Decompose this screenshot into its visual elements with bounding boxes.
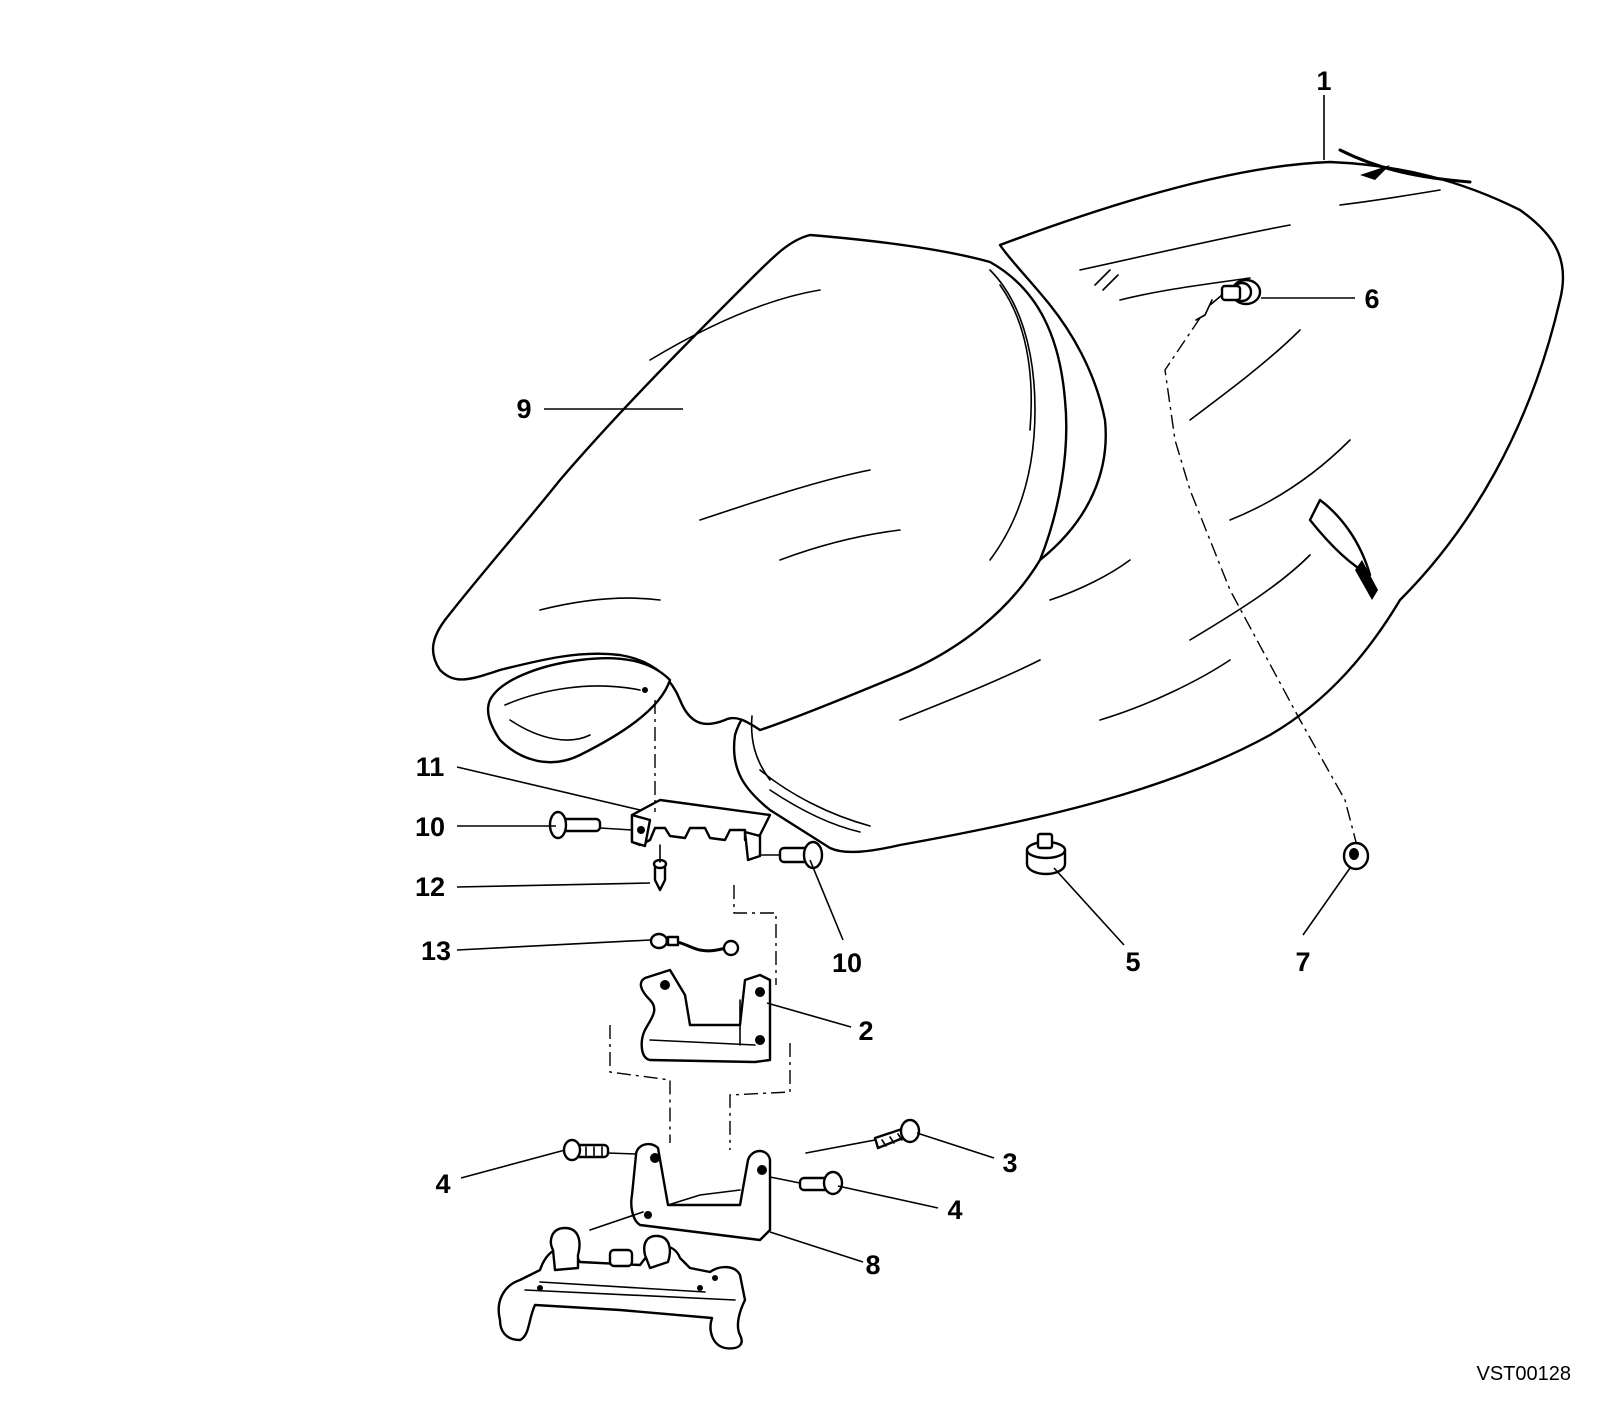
rubber-pad-part — [1025, 832, 1067, 876]
callout-5: 5 — [1125, 947, 1140, 977]
lower-bracket-part — [630, 1142, 772, 1242]
callout-13: 13 — [421, 936, 451, 966]
callout-labels: 1 2 3 4 4 5 6 7 8 9 10 10 11 12 13 — [415, 66, 1380, 1280]
leader-lines — [456, 95, 1355, 1263]
callout-11: 11 — [416, 752, 445, 782]
seat-frame-base — [497, 1226, 747, 1350]
callout-1: 1 — [1316, 66, 1331, 96]
bolt-part-4-right — [798, 1170, 844, 1196]
callout-2: 2 — [858, 1016, 873, 1046]
latch-bracket-part — [630, 798, 772, 862]
hinge-part — [639, 968, 772, 1064]
callout-10-left: 10 — [415, 812, 445, 842]
callout-4-left: 4 — [435, 1169, 450, 1199]
bolt-part-3 — [873, 1118, 921, 1150]
callout-6: 6 — [1364, 284, 1379, 314]
front-seat-part — [431, 233, 1068, 781]
grommet-part — [1342, 841, 1370, 871]
callout-4-right: 4 — [947, 1195, 962, 1225]
assembly-lines — [589, 317, 1357, 1231]
bolt-part-4-left — [562, 1138, 610, 1162]
lock-part — [1195, 278, 1262, 321]
bolt-part-10-right — [778, 840, 824, 870]
callout-8: 8 — [865, 1250, 880, 1280]
callout-12: 12 — [415, 872, 445, 902]
reference-code: VST00128 — [1476, 1363, 1571, 1385]
screw-part — [652, 858, 668, 892]
callout-10-right: 10 — [832, 948, 862, 978]
callout-9: 9 — [516, 394, 531, 424]
callout-3: 3 — [1002, 1148, 1017, 1178]
rear-seat-part — [732, 148, 1565, 854]
callout-7: 7 — [1295, 947, 1310, 977]
bolt-part-10-left — [548, 810, 602, 840]
cable-part — [649, 932, 740, 957]
